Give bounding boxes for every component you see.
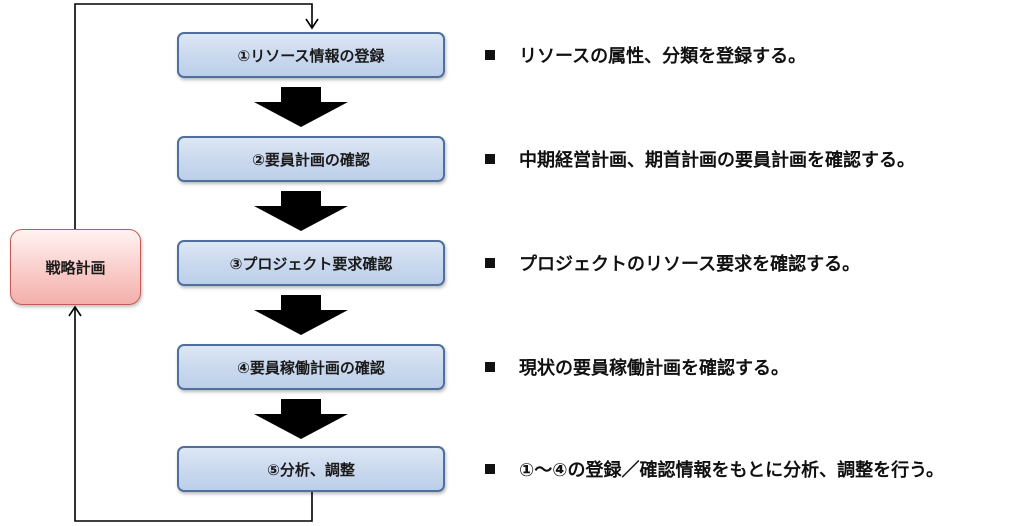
step-1-label: ①リソース情報の登録 xyxy=(237,46,385,65)
square-bullet-icon xyxy=(485,154,495,164)
step-5-description-text: ①～④の登録／確認情報をもとに分析、調整を行う。 xyxy=(519,460,945,481)
step-1-description-text: リソースの属性、分類を登録する。 xyxy=(519,46,807,67)
step-3-description-text: プロジェクトのリソース要求を確認する。 xyxy=(519,254,861,275)
down-arrow-3 xyxy=(254,295,348,335)
down-arrow-4 xyxy=(254,399,348,439)
loop-arrowhead-top xyxy=(305,18,319,30)
step-3-label: ③プロジェクト要求確認 xyxy=(229,254,393,273)
step-3-description: プロジェクトのリソース要求を確認する。 xyxy=(485,249,860,277)
step-3-project-request-check: ③プロジェクト要求確認 xyxy=(177,240,445,286)
loop-line-bottom xyxy=(74,307,313,522)
step-5-description: ①～④の登録／確認情報をもとに分析、調整を行う。 xyxy=(485,455,944,483)
step-2-description-text: 中期経営計画、期首計画の要員計画を確認する。 xyxy=(519,150,915,171)
square-bullet-icon xyxy=(485,362,495,372)
step-2-description: 中期経営計画、期首計画の要員計画を確認する。 xyxy=(485,145,915,173)
square-bullet-icon xyxy=(485,258,495,268)
down-arrow-2 xyxy=(254,191,348,231)
step-5-analysis-adjustment: ⑤分析、調整 xyxy=(177,446,445,492)
step-4-description: 現状の要員稼働計画を確認する。 xyxy=(485,353,789,381)
step-5-label: ⑤分析、調整 xyxy=(267,460,355,479)
down-arrow-1 xyxy=(254,87,348,127)
step-2-staffing-plan-check: ②要員計画の確認 xyxy=(177,136,445,182)
step-2-label: ②要員計画の確認 xyxy=(252,150,370,169)
square-bullet-icon xyxy=(485,50,495,60)
strategy-plan-label: 戦略計画 xyxy=(45,258,106,277)
step-4-label: ④要員稼働計画の確認 xyxy=(237,358,385,377)
loop-arrowhead-bottom xyxy=(68,305,82,317)
step-1-resource-registration: ①リソース情報の登録 xyxy=(177,32,445,78)
strategy-plan-box: 戦略計画 xyxy=(10,229,141,305)
square-bullet-icon xyxy=(485,464,495,474)
step-4-description-text: 現状の要員稼働計画を確認する。 xyxy=(519,358,789,379)
loop-line-top xyxy=(74,3,313,229)
step-1-description: リソースの属性、分類を登録する。 xyxy=(485,41,806,69)
step-4-utilization-plan-check: ④要員稼働計画の確認 xyxy=(177,344,445,390)
